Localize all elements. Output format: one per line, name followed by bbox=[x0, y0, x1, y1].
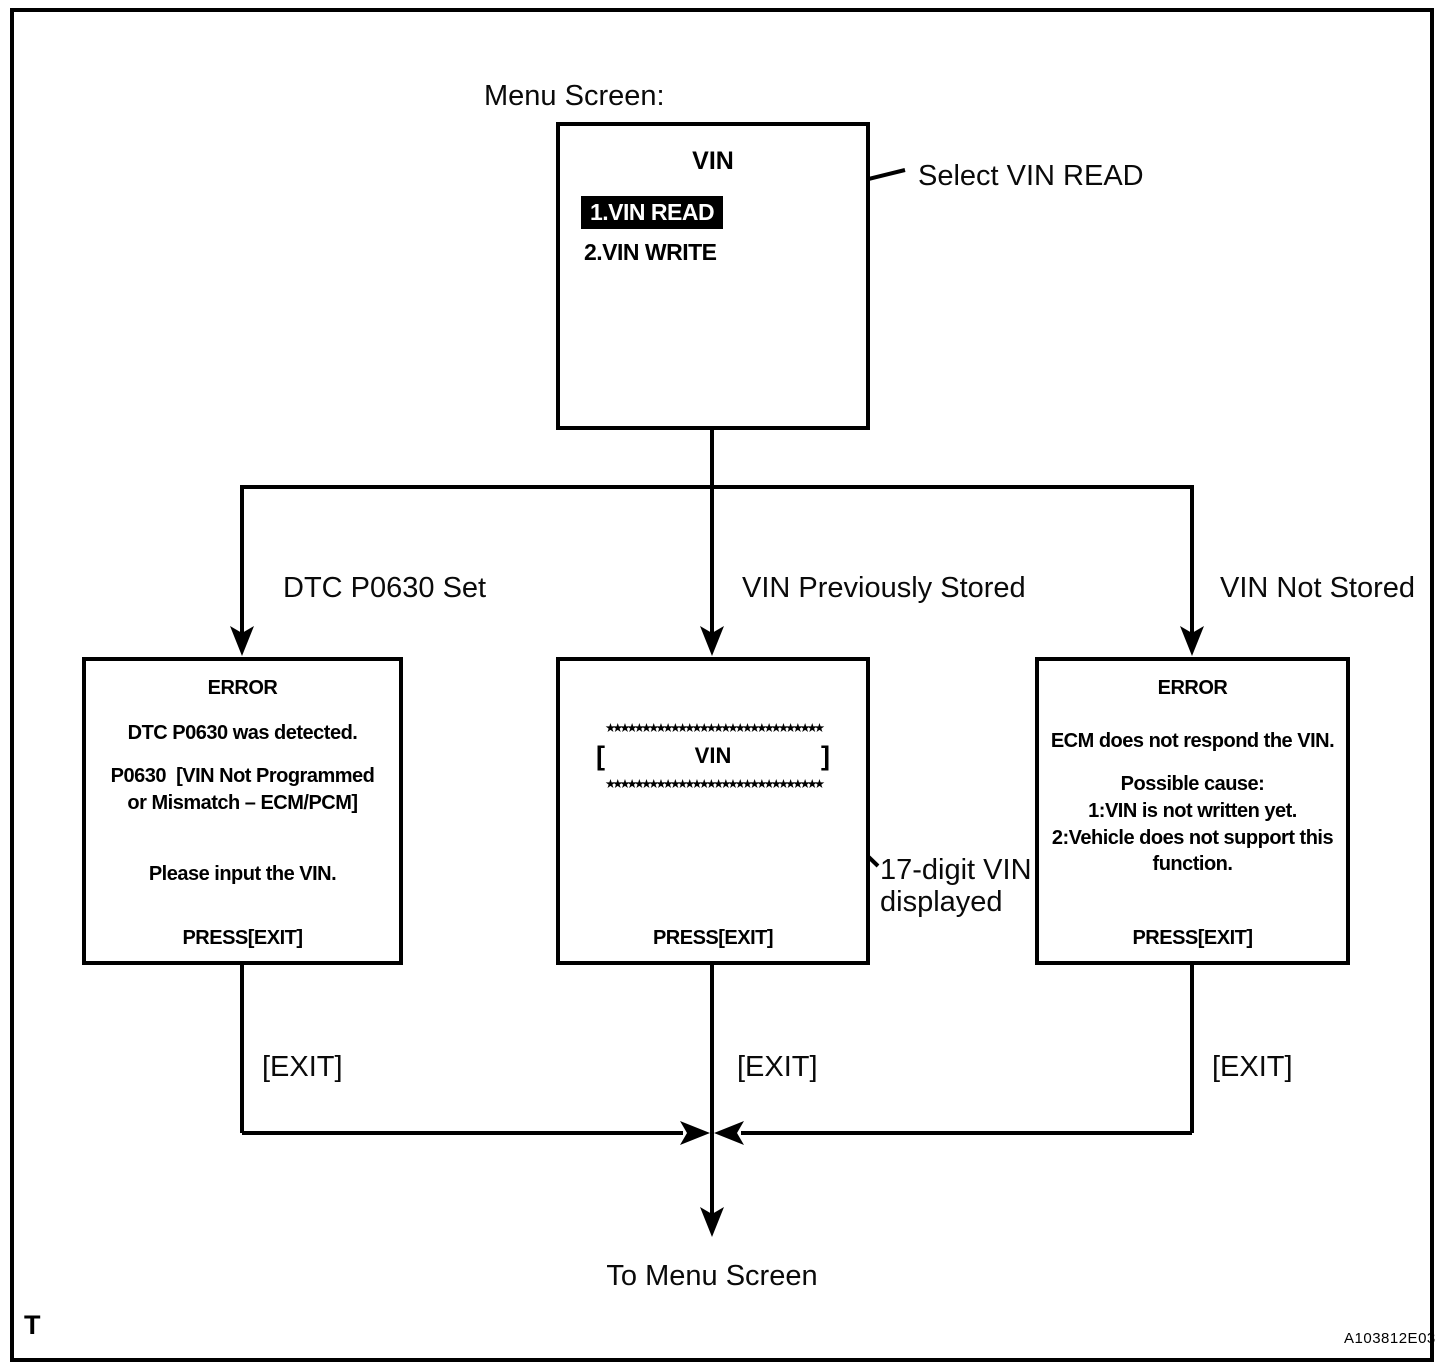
vin-annotation-line2: displayed bbox=[880, 886, 1003, 918]
vin-display-press-exit: PRESS[EXIT] bbox=[652, 927, 774, 949]
dtc-error-press-exit: PRESS[EXIT] bbox=[182, 927, 303, 949]
vin-display-screen-box: ★★★★★★★★★★★★★★★★★★★★★★★★★★★★★★ [ VIN ] ★… bbox=[556, 657, 870, 965]
dtc-error-line3: or Mismatch – ECM/PCM] bbox=[127, 792, 358, 814]
branch-label-vin-previously-stored: VIN Previously Stored bbox=[742, 572, 1026, 604]
no-response-line5: function. bbox=[1152, 853, 1233, 875]
bracket-close: ] bbox=[821, 741, 830, 771]
dtc-error-title: ERROR bbox=[207, 677, 278, 699]
no-response-title: ERROR bbox=[1157, 677, 1228, 699]
left-arrowhead bbox=[230, 626, 254, 656]
menu-title: VIN bbox=[692, 147, 734, 175]
menu-screen-label: Menu Screen: bbox=[484, 80, 665, 112]
no-response-press-exit: PRESS[EXIT] bbox=[1132, 927, 1253, 949]
dtc-error-screen-box: ERROR DTC P0630 was detected. P0630 [VIN… bbox=[82, 657, 403, 965]
select-vin-read-label: Select VIN READ bbox=[918, 160, 1144, 192]
branch-label-vin-not-stored: VIN Not Stored bbox=[1220, 572, 1416, 604]
no-response-line4: 2:Vehicle does not support this bbox=[1051, 827, 1334, 849]
page-marker-t: T bbox=[24, 1310, 41, 1340]
middle-arrowhead bbox=[700, 626, 724, 656]
exit-label-right: [EXIT] bbox=[1212, 1051, 1293, 1083]
bracket-open: [ bbox=[596, 741, 605, 771]
convergence-left-arrowhead bbox=[714, 1121, 744, 1145]
to-menu-screen-label: To Menu Screen bbox=[606, 1260, 818, 1292]
right-arrowhead bbox=[1180, 626, 1204, 656]
figure-border bbox=[10, 8, 1434, 1362]
convergence-right-arrowhead bbox=[680, 1121, 710, 1145]
menu-item-vin-read: 1.VIN READ bbox=[581, 196, 724, 229]
dtc-error-line2: P0630 [VIN Not Programmed bbox=[110, 765, 375, 787]
stars-row-top: ★★★★★★★★★★★★★★★★★★★★★★★★★★★★★★ bbox=[604, 720, 825, 735]
to-menu-arrowhead bbox=[700, 1207, 724, 1237]
stars-row-bottom: ★★★★★★★★★★★★★★★★★★★★★★★★★★★★★★ bbox=[604, 776, 825, 791]
menu-screen-box: VIN 1.VIN READ 2.VIN WRITE bbox=[556, 122, 870, 430]
vin-value-label: VIN bbox=[694, 743, 732, 768]
dtc-error-line4: Please input the VIN. bbox=[148, 863, 337, 885]
figure-id: A103812E03 bbox=[1344, 1330, 1436, 1347]
no-response-screen-box: ERROR ECM does not respond the VIN. Poss… bbox=[1035, 657, 1350, 965]
vin-bracket-row: [ VIN ] bbox=[564, 741, 862, 771]
no-response-line1: ECM does not respond the VIN. bbox=[1050, 730, 1335, 752]
exit-label-left: [EXIT] bbox=[262, 1051, 343, 1083]
branch-label-dtc-set: DTC P0630 Set bbox=[283, 572, 487, 604]
no-response-line3: 1:VIN is not written yet. bbox=[1088, 800, 1297, 822]
exit-label-middle: [EXIT] bbox=[737, 1051, 818, 1083]
menu-item-vin-write: 2.VIN WRITE bbox=[584, 239, 717, 265]
dtc-error-line1: DTC P0630 was detected. bbox=[127, 722, 358, 744]
no-response-line2: Possible cause: bbox=[1120, 773, 1265, 795]
vin-annotation-line1: 17-digit VIN bbox=[880, 854, 1032, 886]
